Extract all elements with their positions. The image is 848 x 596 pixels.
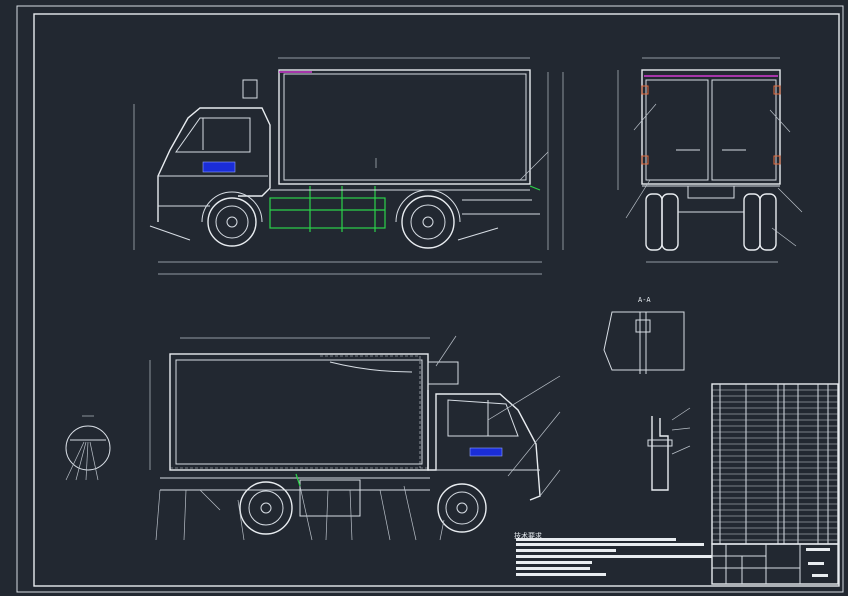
- outer-frame: [16, 5, 844, 593]
- detail-clip: [647, 407, 691, 491]
- tech-requirements-title: 技术要求: [514, 531, 542, 540]
- side-view-left: [133, 57, 564, 275]
- detail-circle: [65, 415, 111, 481]
- tech-requirements: 技术要求: [514, 531, 712, 576]
- title-block: [711, 543, 839, 585]
- section-label: A-A: [638, 296, 651, 304]
- side-view-right: [149, 335, 561, 541]
- parts-list-table: [711, 383, 839, 545]
- detail-section: A-A: [603, 296, 685, 374]
- inner-frame: [33, 13, 840, 587]
- rear-view: [617, 57, 803, 263]
